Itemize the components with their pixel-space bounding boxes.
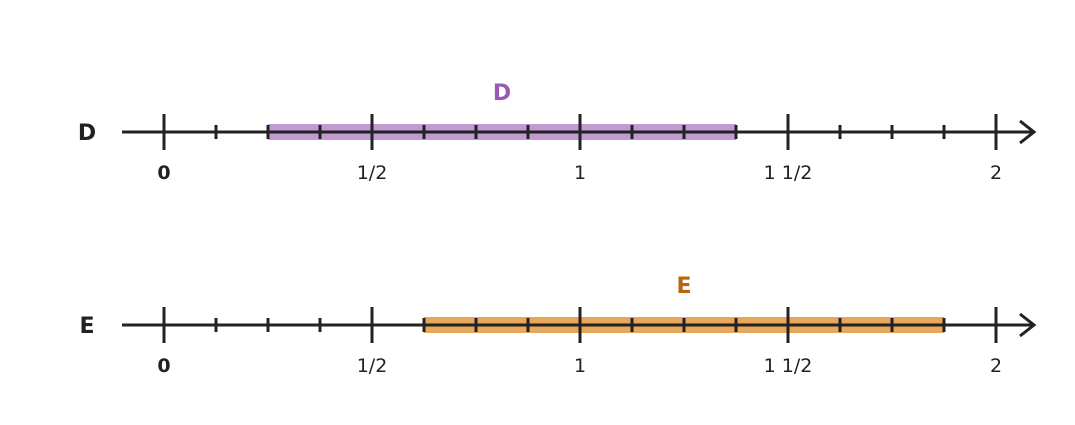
- tick-label: 1 1/2: [764, 162, 813, 184]
- tick-label: 0: [157, 355, 170, 377]
- tick-label: 2: [990, 355, 1002, 377]
- segment-label: D: [493, 81, 511, 106]
- tick-label: 1/2: [357, 162, 388, 184]
- arrow-head-icon: [1019, 119, 1037, 145]
- row-label: E: [79, 314, 94, 339]
- arrow-head-icon: [1019, 312, 1037, 338]
- tick-label: 1: [574, 162, 586, 184]
- tick-label: 1: [574, 355, 586, 377]
- tick-label: 0: [157, 162, 170, 184]
- row-label: D: [78, 121, 96, 146]
- tick-label: 2: [990, 162, 1002, 184]
- segment-label: E: [676, 274, 691, 299]
- tick-label: 1 1/2: [764, 355, 813, 377]
- tick-label: 1/2: [357, 355, 388, 377]
